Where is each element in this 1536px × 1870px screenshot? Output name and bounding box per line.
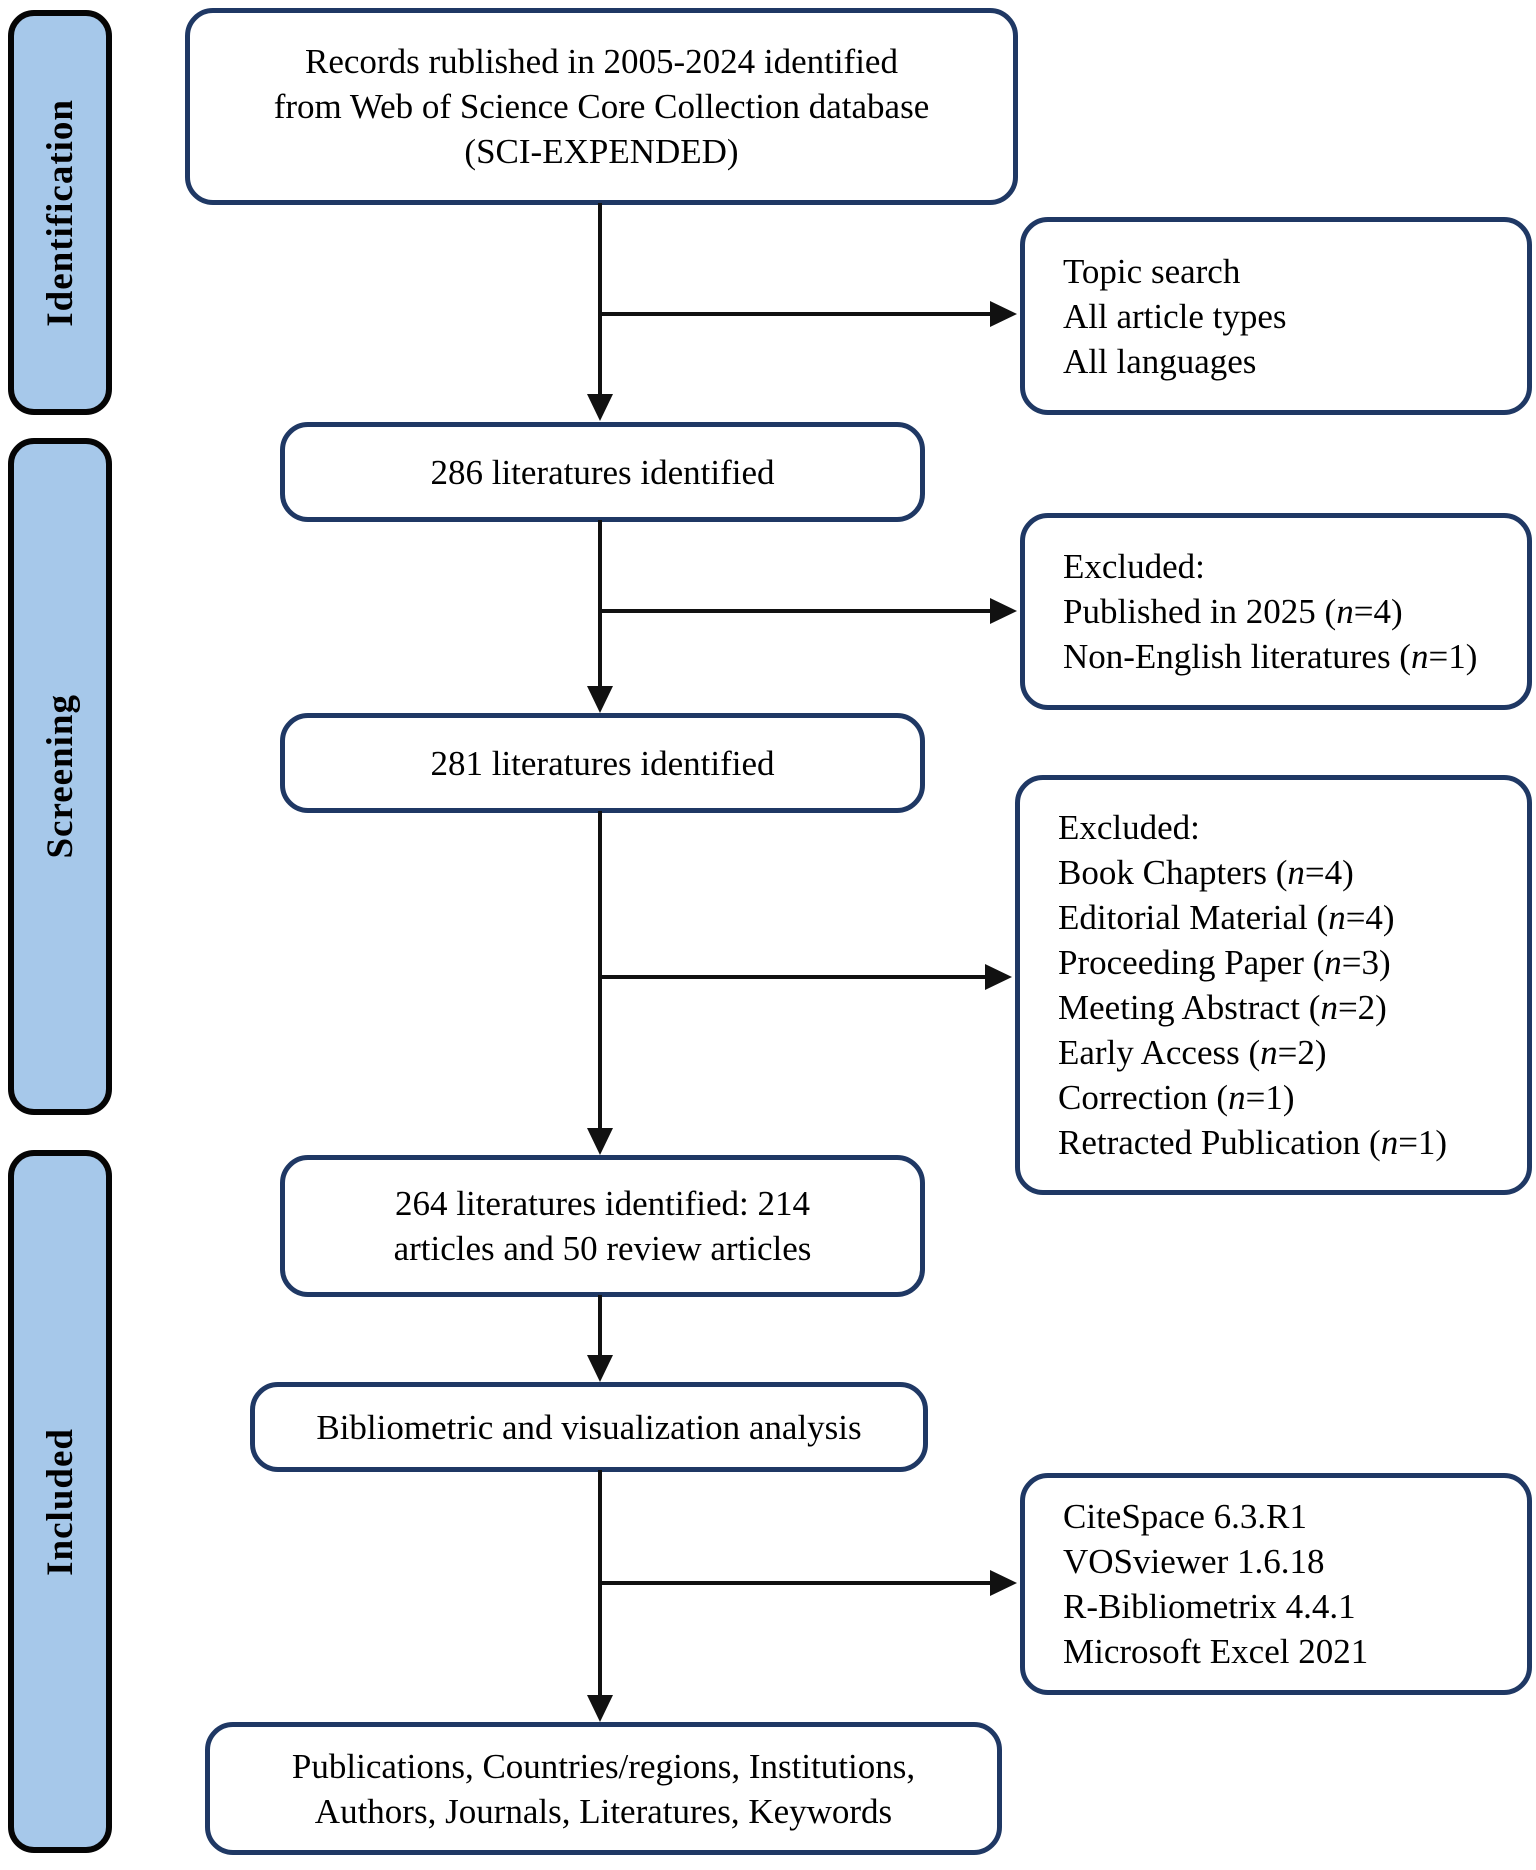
arrowhead-analysis-to-outputs <box>587 1695 613 1722</box>
text-line: 264 literatures identified: 214 <box>394 1184 811 1223</box>
text-line: All article types <box>1063 296 1287 336</box>
text-line: R-Bibliometrix 4.4.1 <box>1063 1587 1356 1626</box>
text-line: Authors, Journals, Literatures, Keywords <box>314 1791 893 1831</box>
branch-to-search-strategy <box>600 312 990 316</box>
excluded-screening-note: Excluded: Published in 2025 (n=4) Non-Engl… <box>1020 513 1532 710</box>
branch-to-excluded-types <box>600 975 985 979</box>
stage-identification-label: Identification <box>39 98 81 327</box>
branch-to-tools <box>600 1581 990 1585</box>
text-line: Bibliometric and visualization analysis <box>316 1407 862 1447</box>
arrowhead-264-to-analysis <box>587 1355 613 1382</box>
connector-286-to-281 <box>598 520 602 688</box>
text-line: 281 literatures identified <box>430 743 775 783</box>
records-identified-box: Records rublished in 2005-2024 identifie… <box>185 8 1018 205</box>
arrowhead-286-to-281 <box>587 686 613 713</box>
text-line: Early Access (n=2) <box>1058 1033 1327 1072</box>
arrowhead-records-to-286 <box>587 394 613 421</box>
branch-to-excluded-screening <box>600 609 990 613</box>
text-line: CiteSpace 6.3.R1 <box>1063 1497 1307 1536</box>
connector-records-to-286 <box>598 203 602 396</box>
text-line: 286 literatures identified <box>430 452 775 492</box>
text-line: Microsoft Excel 2021 <box>1063 1632 1369 1671</box>
text-line: Topic search <box>1063 251 1241 291</box>
stage-screening: Screening <box>8 438 112 1115</box>
arrowhead-to-search-strategy <box>990 301 1017 327</box>
text-line: Book Chapters (n=4) <box>1058 853 1354 892</box>
text-line: articles and 50 review articles <box>393 1229 812 1268</box>
stage-included-label: Included <box>39 1427 81 1576</box>
text-line: Published in 2025 (n=4) <box>1063 592 1403 631</box>
text-line: Excluded: <box>1063 547 1205 586</box>
literatures-286-box: 286 literatures identified <box>280 422 925 522</box>
text-line: Meeting Abstract (n=2) <box>1058 988 1387 1027</box>
text-line: All languages <box>1063 341 1257 381</box>
text-line: from Web of Science Core Collection data… <box>273 87 930 126</box>
text-line: Retracted Publication (n=1) <box>1058 1123 1448 1162</box>
analysis-box: Bibliometric and visualization analysis <box>250 1382 928 1472</box>
text-line: Publications, Countries/regions, Institu… <box>291 1746 916 1786</box>
arrowhead-to-excluded-types <box>985 964 1012 990</box>
text-line: Excluded: <box>1058 808 1200 847</box>
literatures-281-box: 281 literatures identified <box>280 713 925 813</box>
arrowhead-281-to-264 <box>587 1128 613 1155</box>
stage-screening-label: Screening <box>39 694 81 859</box>
outputs-box: Publications, Countries/regions, Institu… <box>205 1722 1002 1855</box>
text-line: Proceeding Paper (n=3) <box>1058 943 1391 982</box>
arrowhead-to-excluded-screening <box>990 598 1017 624</box>
stage-identification: Identification <box>8 10 112 415</box>
connector-264-to-analysis <box>598 1295 602 1357</box>
connector-281-to-264 <box>598 811 602 1129</box>
text-line: VOSviewer 1.6.18 <box>1063 1542 1325 1581</box>
literatures-264-box: 264 literatures identified: 214 articles … <box>280 1155 925 1297</box>
text-line: Non-English literatures (n=1) <box>1063 637 1478 676</box>
stage-included: Included <box>8 1150 112 1853</box>
text-line: Correction (n=1) <box>1058 1078 1295 1117</box>
arrowhead-to-tools <box>990 1570 1017 1596</box>
text-line: (SCI-EXPENDED) <box>464 132 739 171</box>
text-line: Editorial Material (n=4) <box>1058 898 1395 937</box>
text-line: Records rublished in 2005-2024 identifie… <box>305 42 898 81</box>
excluded-types-note: Excluded: Book Chapters (n=4) Editorial Ma… <box>1015 775 1532 1195</box>
